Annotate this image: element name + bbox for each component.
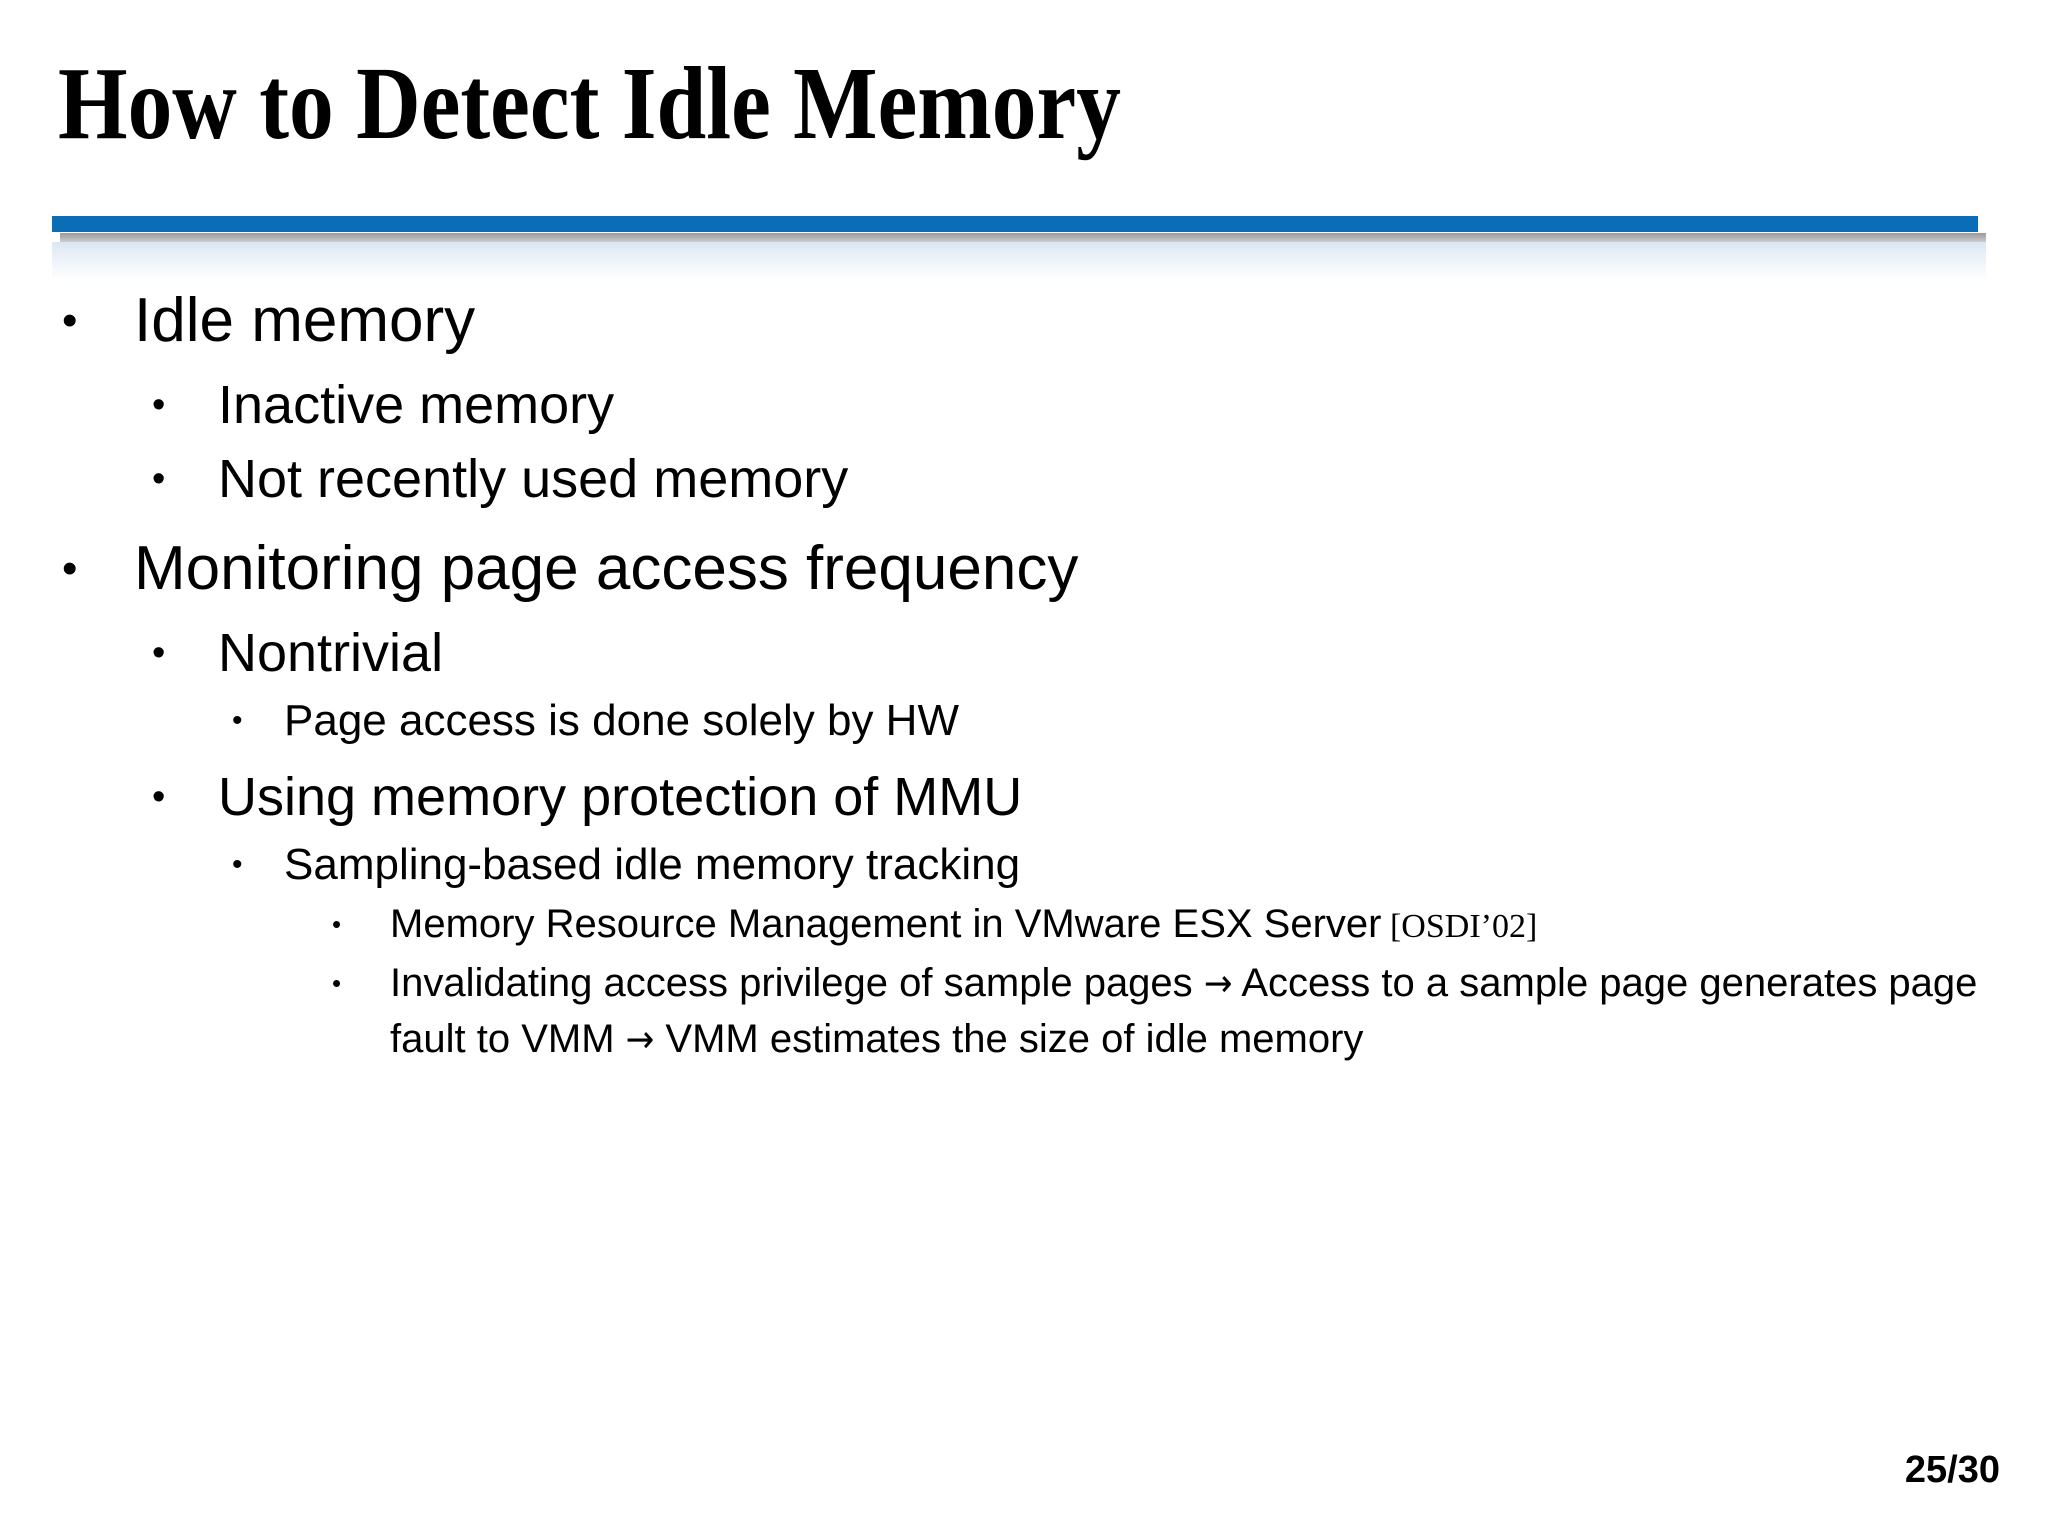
title-divider-shadow bbox=[60, 233, 1986, 242]
spacer bbox=[0, 516, 2048, 530]
bullet-marker-icon: • bbox=[152, 458, 166, 500]
bullet-text: Inactive memory bbox=[218, 375, 615, 435]
page-title: How to Detect Idle Memory bbox=[58, 46, 1121, 161]
sentence-part-3: VMM estimates the size of idle memory bbox=[665, 1017, 1364, 1061]
sentence-part-1: Invalidating access privilege of sample … bbox=[390, 961, 1193, 1005]
bullet-page-access-by-hw: • Page access is done solely by HW bbox=[0, 690, 2048, 752]
bullet-inactive-memory: • Inactive memory bbox=[0, 368, 2048, 442]
spacer bbox=[0, 360, 2048, 368]
bullet-using-memory-protection-mmu: • Using memory protection of MMU bbox=[0, 760, 2048, 834]
arrow-right-icon: → bbox=[625, 1017, 655, 1061]
slide-body: • Idle memory • Inactive memory • Not re… bbox=[0, 282, 2048, 1067]
bullet-text: Using memory protection of MMU bbox=[218, 767, 1023, 827]
bullet-idle-memory: • Idle memory bbox=[0, 282, 2048, 360]
bullet-text: Nontrivial bbox=[218, 623, 444, 683]
bullet-marker-icon: • bbox=[62, 544, 78, 593]
bullet-marker-icon: • bbox=[152, 776, 166, 818]
bullet-marker-icon: • bbox=[232, 848, 243, 881]
bullet-marker-icon: • bbox=[62, 296, 78, 345]
bullet-invalidating-access-privilege: • Invalidating access privilege of sampl… bbox=[0, 955, 2048, 1067]
page-number: 25/30 bbox=[1904, 1449, 2000, 1491]
bullet-marker-icon: • bbox=[152, 632, 166, 674]
bullet-text: Invalidating access privilege of sample … bbox=[390, 955, 2048, 1067]
spacer bbox=[0, 608, 2048, 616]
bullet-monitoring-page-access-frequency: • Monitoring page access frequency bbox=[0, 530, 2048, 608]
arrow-right-icon: → bbox=[1203, 961, 1233, 1005]
spacer bbox=[0, 752, 2048, 760]
bullet-text: Monitoring page access frequency bbox=[134, 534, 1079, 603]
bullet-marker-icon: • bbox=[152, 384, 166, 426]
reference-title: Memory Resource Management in VMware ESX… bbox=[390, 902, 1382, 946]
bullet-marker-icon: • bbox=[232, 704, 243, 737]
bullet-text: Sampling-based idle memory tracking bbox=[284, 840, 1021, 889]
bullet-text: Page access is done solely by HW bbox=[284, 696, 959, 745]
reference-citation: [OSDI’02] bbox=[1389, 908, 1538, 945]
bullet-marker-icon: • bbox=[332, 909, 342, 939]
bullet-text: Memory Resource Management in VMware ESX… bbox=[390, 896, 2048, 955]
title-divider-glow bbox=[52, 242, 1986, 282]
bullet-sampling-based-tracking: • Sampling-based idle memory tracking bbox=[0, 834, 2048, 896]
sentence-part-2: Access to a sample page generates page f… bbox=[390, 961, 1978, 1061]
title-divider-bar bbox=[52, 216, 1978, 232]
bullet-text: Idle memory bbox=[134, 286, 476, 355]
bullet-marker-icon: • bbox=[332, 968, 342, 998]
bullet-esx-server-reference: • Memory Resource Management in VMware E… bbox=[0, 896, 2048, 955]
bullet-not-recently-used-memory: • Not recently used memory bbox=[0, 442, 2048, 516]
bullet-text: Not recently used memory bbox=[218, 449, 849, 509]
bullet-nontrivial: • Nontrivial bbox=[0, 616, 2048, 690]
